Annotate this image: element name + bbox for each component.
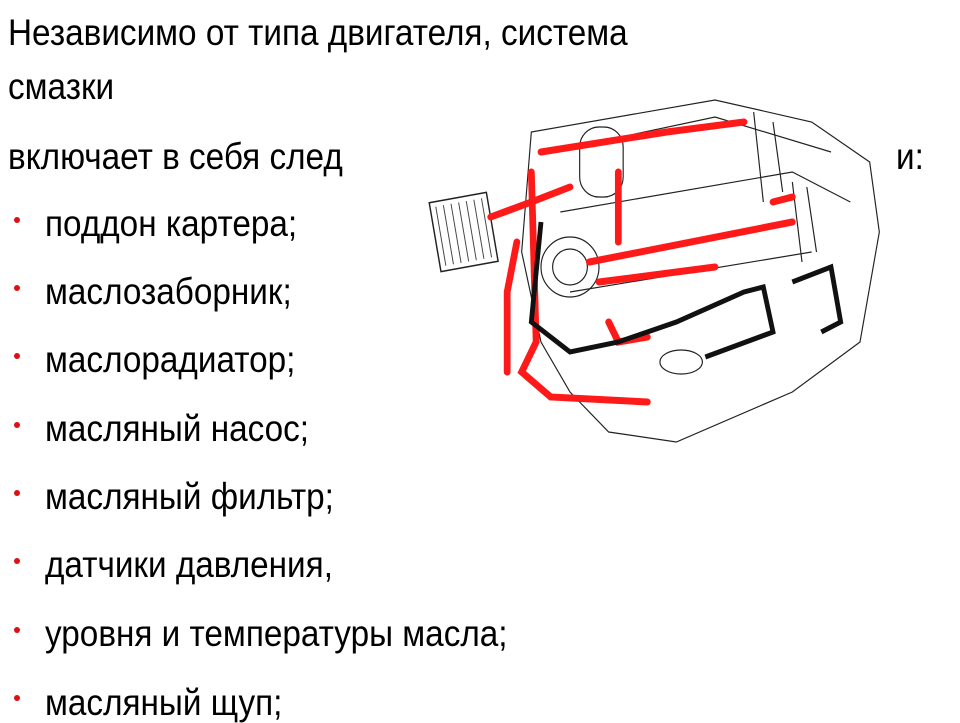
bullet-dot [14, 217, 20, 223]
bullet-dot [14, 490, 20, 496]
bullet-dot [14, 695, 20, 701]
bullet-dot [14, 627, 20, 633]
heading-line-3: включает в себя след [8, 136, 343, 177]
heading-line-3-end: и: [896, 136, 924, 177]
engine-lubrication-diagram [425, 92, 889, 447]
bullet-dot [14, 558, 20, 564]
heading-line-1: Независимо от типа двигателя, система [8, 12, 628, 53]
bullet-item: поддон картера; [45, 203, 298, 244]
bullet-item: маслозаборник; [45, 271, 292, 312]
bullet-dot [14, 353, 20, 359]
bullet-item: уровня и температуры масла; [45, 613, 508, 654]
bullet-item: масляный насос; [45, 408, 310, 449]
heading-line-2: смазки [8, 66, 115, 107]
bullet-item: масляный щуп; [45, 682, 283, 723]
bullet-item: маслорадиатор; [45, 339, 296, 380]
bullet-dot [14, 422, 20, 428]
bullet-item: датчики давления, [45, 544, 333, 585]
oil-cooler-icon [428, 191, 499, 273]
bullet-dot [14, 285, 20, 291]
bullet-item: масляный фильтр; [45, 476, 334, 517]
